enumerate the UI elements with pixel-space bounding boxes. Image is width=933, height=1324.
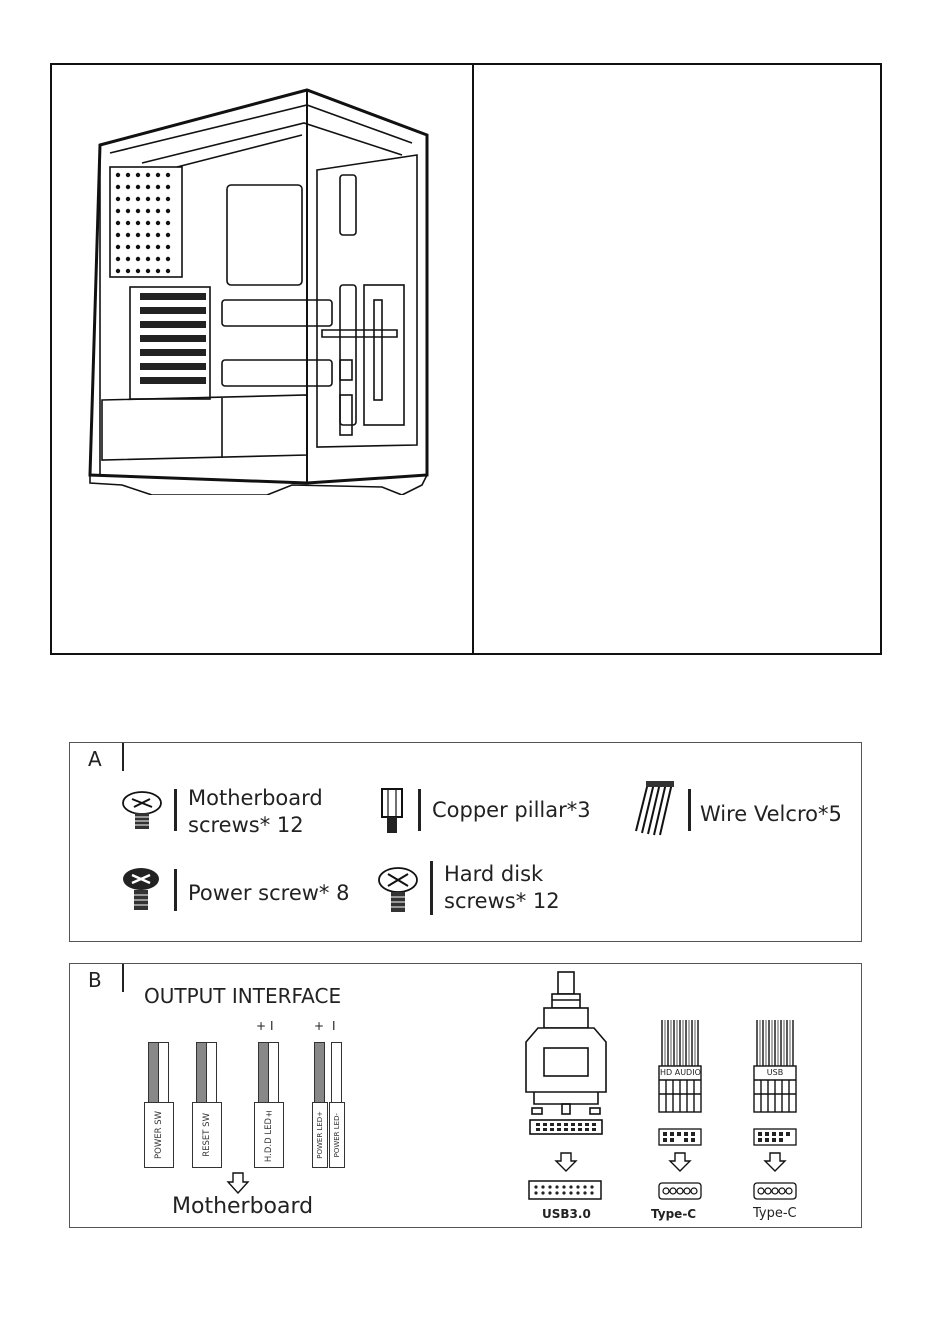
usb3-header-icon (528, 1180, 602, 1200)
power-screw-icon (120, 865, 162, 913)
item-divider (688, 789, 691, 831)
polarity-minus: I (270, 1019, 274, 1033)
wire-velcro-icon (630, 779, 682, 837)
pc-case-illustration (82, 75, 442, 495)
arrow-down-icon (763, 1152, 787, 1172)
arrow-down-icon (668, 1152, 692, 1172)
accessories-panel: A Motherboard screws* 12 Copper pillar*3… (69, 742, 862, 942)
usb-plug-icon (753, 1018, 797, 1114)
item-divider (174, 869, 177, 911)
section-divider (122, 964, 124, 992)
output-interface-title: OUTPUT INTERFACE (144, 984, 341, 1008)
copper-pillar-label: Copper pillar*3 (432, 797, 591, 824)
type-c-label: Type-C (753, 1206, 797, 1221)
item-divider (174, 789, 177, 831)
copper-pillar-icon (378, 785, 406, 835)
arrow-down-icon (554, 1152, 578, 1172)
section-letter-a: A (88, 747, 102, 771)
table-divider (472, 65, 474, 653)
section-letter-b: B (88, 968, 102, 992)
type-c-header-icon (753, 1182, 797, 1200)
output-interface-panel: B OUTPUT INTERFACE + I + I POWER SW RESE… (69, 963, 862, 1228)
hd-audio-plug-icon (658, 1018, 702, 1114)
hard-disk-screws-label: Hard disk screws* 12 (444, 861, 560, 915)
arrow-down-icon (226, 1172, 250, 1194)
usb-header-text: USB (755, 1068, 795, 1077)
motherboard-screw-icon (120, 789, 164, 831)
hd-audio-label: Type-C (651, 1207, 696, 1221)
power-screw-label: Power screw* 8 (188, 880, 349, 907)
polarity-plus: + (314, 1019, 324, 1033)
polarity-minus: I (332, 1019, 336, 1033)
hd-audio-header-icon (658, 1182, 702, 1200)
item-divider (430, 861, 433, 915)
wire-velcro-label: Wire Velcro*5 (700, 801, 842, 828)
motherboard-label: Motherboard (172, 1194, 313, 1219)
usb3-plug-icon (518, 970, 614, 1136)
usb-pins-icon (753, 1128, 797, 1146)
item-divider (418, 789, 421, 831)
section-divider (122, 743, 124, 771)
hd-audio-header-text: HD AUDIO (660, 1068, 700, 1077)
motherboard-screws-label: Motherboard screws* 12 (188, 785, 323, 839)
product-image-table (50, 63, 882, 655)
hard-disk-screw-icon (376, 865, 420, 915)
polarity-plus: + (256, 1019, 266, 1033)
usb3-label: USB3.0 (542, 1207, 591, 1221)
hd-audio-pins-icon (658, 1128, 702, 1146)
